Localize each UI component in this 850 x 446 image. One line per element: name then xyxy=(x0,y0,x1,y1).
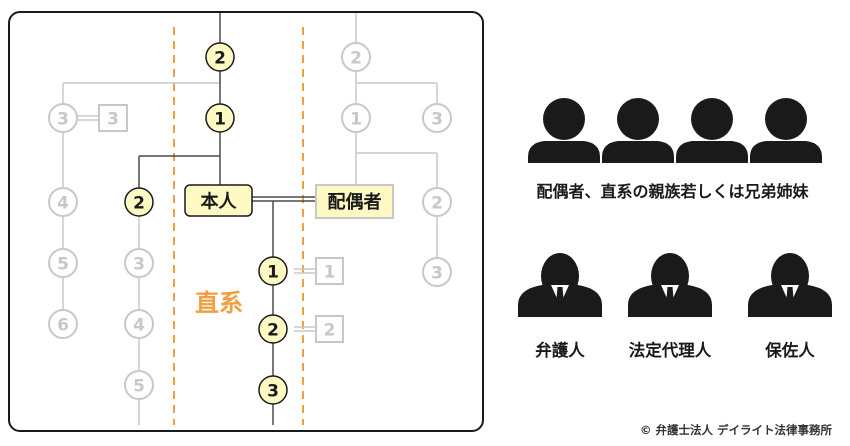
node-self-cousin: 4 xyxy=(48,187,78,217)
family-caption: 配偶者、直系の親族若しくは兄弟姉妹 xyxy=(536,182,809,201)
copyright-notice: © 弁護士法人 デイライト法律事務所 xyxy=(639,423,832,437)
svg-text:3: 3 xyxy=(267,382,279,402)
node-spouse-aunt: 3 xyxy=(422,103,452,133)
lawyer-icon xyxy=(518,253,602,317)
svg-text:2: 2 xyxy=(350,49,362,69)
node-self-nephew: 3 xyxy=(124,248,154,278)
legal-agent-label: 法定代理人 xyxy=(628,341,712,360)
person-silhouettes xyxy=(518,98,832,317)
guardian-icon xyxy=(748,253,832,317)
self-box: 本人 xyxy=(184,184,253,217)
node-spouse-grandparent: 2 xyxy=(341,42,371,72)
svg-text:6: 6 xyxy=(57,316,69,336)
node-spouse-parent: 1 xyxy=(341,103,371,133)
svg-text:1: 1 xyxy=(214,110,226,130)
svg-text:5: 5 xyxy=(57,255,69,275)
svg-text:4: 4 xyxy=(133,316,145,336)
lineal-connectors xyxy=(138,13,316,425)
node-grandchild-spouse: 2 xyxy=(315,315,344,343)
node-self-grandchild: 2 xyxy=(258,314,288,344)
node-self-sibling: 2 xyxy=(124,187,154,217)
node-self-parent: 1 xyxy=(205,103,235,133)
node-self-great-grandchild: 3 xyxy=(258,375,288,405)
family-member-icon xyxy=(602,98,674,163)
svg-text:3: 3 xyxy=(431,110,443,130)
svg-text:2: 2 xyxy=(324,321,336,341)
family-member-icon xyxy=(676,98,748,163)
kinship-diagram: 2 1 2 1 2 3 3 3 xyxy=(48,13,452,425)
svg-text:2: 2 xyxy=(431,194,443,214)
svg-text:3: 3 xyxy=(431,264,443,284)
svg-text:2: 2 xyxy=(133,194,145,214)
svg-text:1: 1 xyxy=(324,263,336,283)
node-self-child: 1 xyxy=(258,256,288,286)
guardian-label: 保佐人 xyxy=(765,341,815,360)
svg-text:2: 2 xyxy=(214,49,226,69)
svg-text:1: 1 xyxy=(350,110,362,130)
node-spouse-sibling: 2 xyxy=(422,187,452,217)
svg-text:本人: 本人 xyxy=(201,191,238,213)
svg-text:1: 1 xyxy=(267,263,279,283)
lawyer-label: 弁護人 xyxy=(535,341,585,360)
kinship-chart-panel: 2 1 2 1 2 3 3 3 xyxy=(8,11,484,432)
node-spouse-nephew: 3 xyxy=(422,257,452,287)
lineal-label: 直系 xyxy=(195,289,243,317)
svg-text:4: 4 xyxy=(57,194,69,214)
node-self-grandparent: 2 xyxy=(205,42,235,72)
spouse-box: 配偶者 xyxy=(315,184,394,219)
svg-text:2: 2 xyxy=(267,321,279,341)
legal-agent-icon xyxy=(628,253,712,317)
svg-text:配偶者: 配偶者 xyxy=(328,191,382,213)
svg-text:5: 5 xyxy=(133,377,145,397)
node-self-cousin-grandchild: 6 xyxy=(48,309,78,339)
node-self-uncle: 3 xyxy=(48,103,78,133)
node-self-grandnephew: 4 xyxy=(124,309,154,339)
family-member-icon xyxy=(528,98,600,163)
collateral-connectors xyxy=(62,13,438,425)
node-self-great-grandnephew: 5 xyxy=(124,370,154,400)
eligible-persons-panel: 配偶者、直系の親族若しくは兄弟姉妹 弁護人 法定代理人 保佐人 xyxy=(500,85,850,365)
svg-text:3: 3 xyxy=(57,110,69,130)
svg-text:3: 3 xyxy=(133,255,145,275)
node-self-cousin-child: 5 xyxy=(48,248,78,278)
node-self-uncle-spouse: 3 xyxy=(98,104,128,132)
svg-text:3: 3 xyxy=(107,110,119,130)
family-member-icon xyxy=(750,98,822,163)
node-child-spouse: 1 xyxy=(315,257,344,285)
